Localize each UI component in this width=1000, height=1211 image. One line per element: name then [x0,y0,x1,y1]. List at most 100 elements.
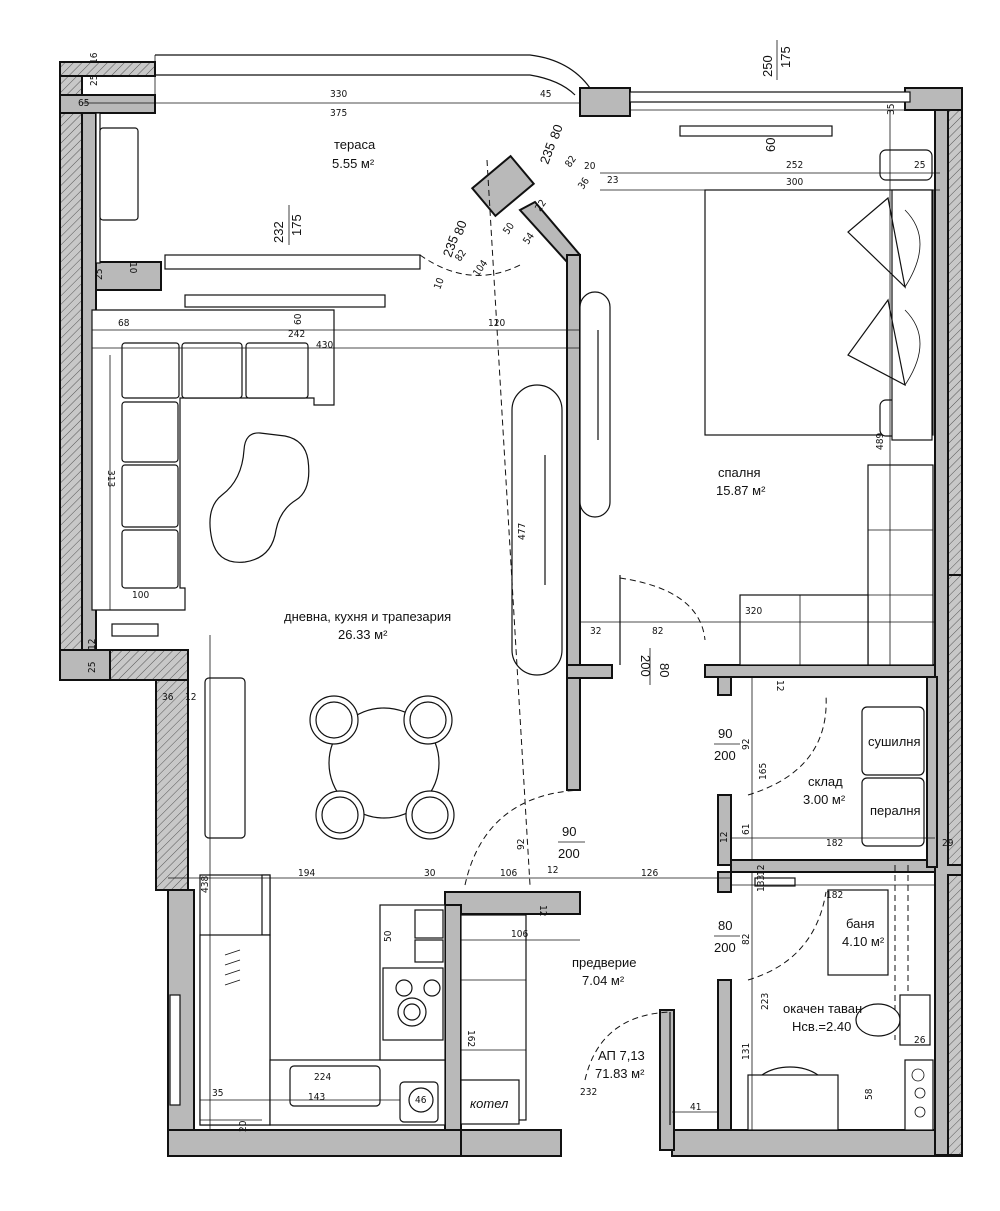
bedroom-door-h: 200 [638,655,653,677]
washer-label: перaлня [870,803,921,818]
hall-furniture [460,914,527,1125]
dim-41: 41 [690,1102,701,1113]
boiler-box [460,1079,520,1125]
room-labels: тераса 5.55 м² дневна, кухня и трапезари… [284,137,921,1111]
dim-182a: 182 [826,838,843,849]
dim-320: 320 [745,606,762,617]
dim-20a: 20 [584,161,596,172]
dim-92b: 92 [516,839,527,850]
dim-242: 242 [288,329,305,340]
bedroom-top-window: 60 [763,138,778,152]
terrace-railing [155,54,591,89]
dim-50b: 50 [383,930,394,942]
wall-partition-lower [566,664,581,791]
coffee-table [209,432,310,563]
dim-12e: 12 [756,865,767,876]
dim-120: 120 [488,318,505,329]
living-area: 26.33 м² [338,627,388,642]
bedroom-door-w: 80 [657,663,672,677]
wall-right-ins-2 [947,574,963,866]
dim-162: 162 [465,1030,476,1047]
dim-35: 35 [886,104,897,115]
bath-door-swing [747,891,827,981]
dim-92a: 92 [741,739,752,750]
dim-82b: 82 [453,248,469,264]
dim-22: 22 [533,198,549,214]
storage-area: 3.00 м² [803,792,846,807]
wall-hall-right [659,1009,675,1151]
terrace-name: тераса [334,137,376,152]
bedroom-furniture [704,149,934,666]
wall-bath-left [717,871,732,893]
interior-walls [444,154,938,1157]
dim-300: 300 [786,177,803,188]
dim-131: 131 [741,1043,752,1060]
dim-58: 58 [864,1088,875,1100]
storage-door-h: 200 [714,748,736,763]
doors [419,254,827,1125]
dim-12d: 12 [547,865,558,876]
storage-name: склад [808,774,843,789]
wall-partition-step [566,664,613,679]
wall-top-left [59,94,156,114]
dim-10b: 10 [432,276,446,291]
dim-224: 224 [314,1072,331,1083]
washer [861,777,925,847]
dim-20b: 20 [238,1120,249,1132]
living-furniture [91,291,611,840]
sideboard [204,677,246,839]
bath-door-h: 200 [714,940,736,955]
dim-438: 438 [200,876,211,893]
dim-223: 223 [760,993,771,1010]
bath-name: баня [846,916,875,931]
dim-45: 45 [540,89,551,100]
bedroom-area: 15.87 м² [716,483,766,498]
toilet [855,1003,901,1037]
boiler-label: котел [470,1096,509,1111]
wall-right-ins [947,94,963,576]
dim-430: 430 [316,340,333,351]
dim-12a: 12 [87,639,98,650]
storage-door-swing [747,694,827,796]
dim-165: 165 [758,763,769,780]
bedroom-name: спалня [718,465,761,480]
wall-hall-top [444,891,581,915]
dim-12b: 12 [185,692,196,703]
dim-26: 26 [914,1035,926,1046]
bath-furniture [747,865,934,1131]
terrace-door-swing [419,254,521,276]
dim-54: 54 [521,231,537,247]
terrace-bench [99,127,139,221]
wall-diagonal-block [470,154,536,218]
dim-477: 477 [517,523,528,540]
dim-68: 68 [118,318,130,329]
bath-tub [827,889,889,976]
dim-12g: 12 [774,680,785,691]
door-labels: 80 200 90 200 90 200 80 200 [558,648,740,955]
terrace-left-bottom: 175 [289,214,304,236]
dim-36: 36 [576,176,592,192]
terrace-railing-inner [155,74,576,96]
dim-313: 313 [105,470,116,487]
dim-29: 29 [942,838,954,849]
dim-489: 489 [875,433,886,450]
dim-126: 126 [641,868,658,879]
dim-25b: 25 [914,160,925,171]
dim-12f: 12 [537,905,548,916]
wall-hall-left [444,904,462,1131]
ceiling-height: Нсв.=2.40 [792,1019,851,1034]
apartment-label: АП 7,13 [598,1048,645,1063]
dim-16: 16 [89,52,100,64]
wall-storage-left-2 [717,794,732,866]
dim-232: 232 [580,1087,597,1098]
entrance-door-swing [584,1011,671,1081]
wall-terrace-inner [95,261,162,291]
dimension-texts: 16 25 65 330 375 45 35 252 300 25 23 20 … [78,52,954,1132]
dim-106a: 106 [500,868,517,879]
ceiling-note: окачен таван [783,1001,862,1016]
living-name: дневна, кухня и трапезария [284,609,451,624]
apartment-area: 71.83 м² [595,1066,645,1081]
bath-door-w: 80 [718,918,732,933]
dim-32: 32 [590,626,601,637]
dim-25a: 25 [89,75,100,86]
